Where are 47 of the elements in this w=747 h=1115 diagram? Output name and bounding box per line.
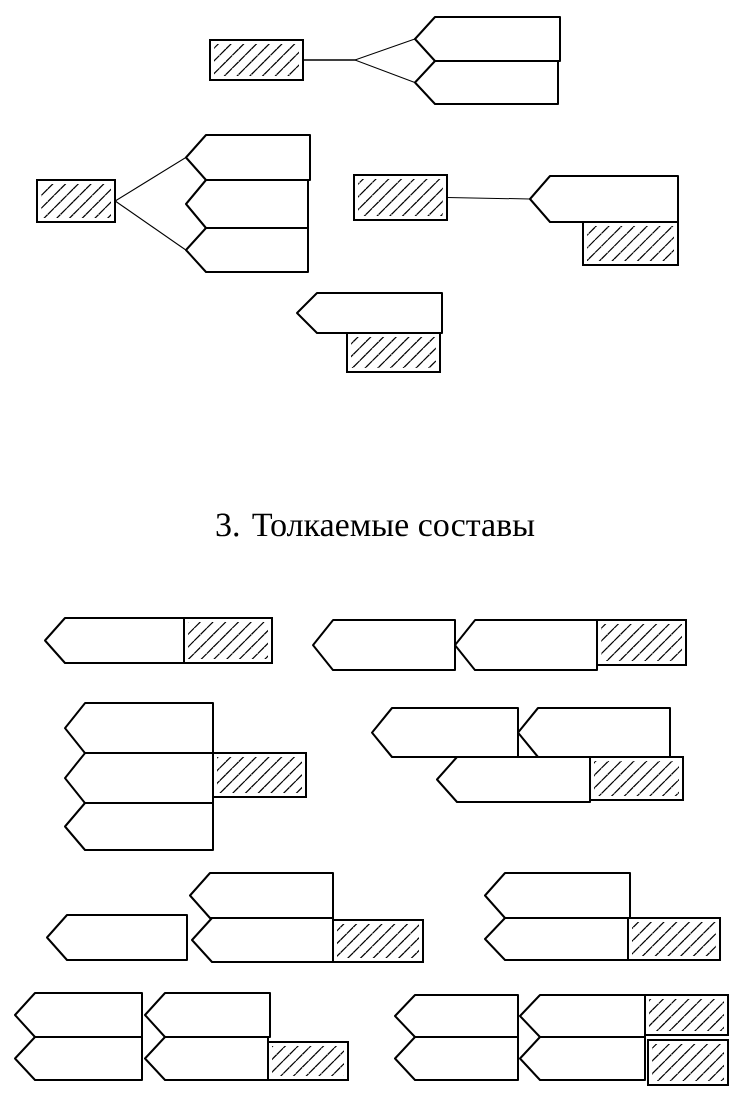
tug-drawing <box>589 756 684 801</box>
barge-drawing <box>394 1036 519 1081</box>
tow-line <box>114 200 187 251</box>
barge-drawing <box>185 134 311 181</box>
barge-drawing <box>144 1036 269 1081</box>
barge-drawing <box>529 175 679 223</box>
barge-drawing <box>14 1036 143 1081</box>
barge-drawing <box>191 917 334 963</box>
barge-drawing <box>517 707 671 758</box>
tug-drawing <box>332 919 424 963</box>
barge-drawing <box>296 292 443 334</box>
barge-drawing <box>394 994 519 1038</box>
barge-drawing <box>484 917 629 961</box>
barge-drawing <box>454 619 598 671</box>
barge-drawing <box>64 702 214 754</box>
barge-drawing <box>64 802 214 851</box>
barge-drawing <box>46 914 188 961</box>
barge-drawing <box>414 60 559 105</box>
tug-drawing <box>36 179 116 223</box>
tug-drawing <box>627 917 721 961</box>
tug-drawing <box>346 332 441 373</box>
barge-drawing <box>312 619 456 671</box>
tug-drawing <box>596 619 687 666</box>
barge-drawing <box>414 16 561 62</box>
tug-drawing <box>647 1039 729 1086</box>
tug-drawing <box>267 1041 349 1081</box>
barge-drawing <box>185 227 309 273</box>
barge-drawing <box>436 756 591 803</box>
tug-drawing <box>209 39 304 81</box>
barge-drawing <box>185 179 309 229</box>
barge-drawing <box>64 752 214 804</box>
barge-drawing <box>484 872 631 919</box>
barge-drawing <box>14 992 143 1038</box>
barge-drawing <box>189 872 334 919</box>
tow-line <box>446 197 531 200</box>
tug-drawing <box>183 617 273 664</box>
barge-drawing <box>44 617 185 664</box>
barge-drawing <box>144 992 271 1038</box>
tug-drawing <box>353 174 448 221</box>
barge-drawing <box>519 994 646 1038</box>
barge-drawing <box>519 1036 646 1081</box>
tow-line <box>114 157 187 202</box>
tug-drawing <box>582 221 679 266</box>
barge-drawing <box>371 707 519 758</box>
title: 3. Толкаемые составы <box>216 513 535 537</box>
tug-drawing <box>644 994 729 1036</box>
tow-line <box>302 59 416 83</box>
